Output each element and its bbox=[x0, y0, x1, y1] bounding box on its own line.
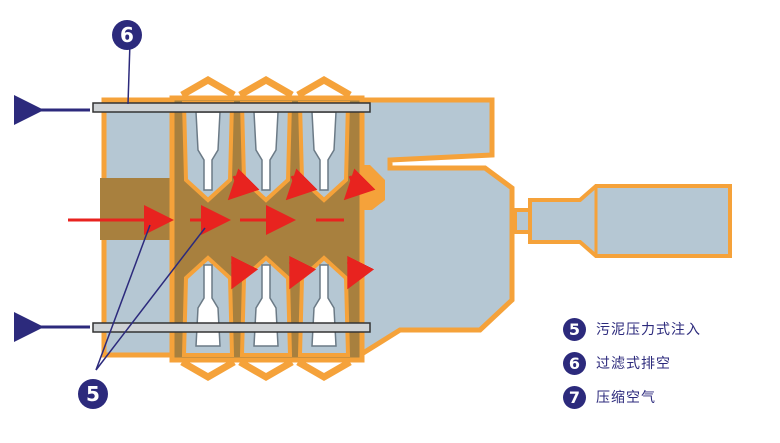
callout-5: 5 bbox=[78, 379, 108, 409]
legend-number-badge: 5 bbox=[563, 317, 586, 341]
filtrate-pipes bbox=[92, 102, 371, 333]
legend-item-compressed-air: 7 压缩空气 bbox=[563, 380, 701, 414]
legend-label: 污泥压力式注入 bbox=[596, 322, 701, 338]
legend-label: 压缩空气 bbox=[596, 390, 656, 406]
legend: 5 污泥压力式注入 6 过滤式排空 7 压缩空气 bbox=[563, 312, 701, 414]
legend-item-filtration-drain: 6 过滤式排空 bbox=[563, 346, 701, 380]
legend-number-badge: 7 bbox=[563, 385, 586, 409]
legend-number-badge: 6 bbox=[563, 351, 586, 375]
press-head bbox=[345, 97, 515, 360]
piston-assembly bbox=[513, 184, 732, 258]
sludge-flow-arrows bbox=[68, 168, 376, 290]
legend-label: 过滤式排空 bbox=[596, 356, 671, 372]
filtrate-outflow-arrows bbox=[13, 95, 90, 342]
filter-plates bbox=[180, 75, 352, 382]
callout-6: 6 bbox=[112, 20, 142, 50]
legend-item-sludge-injection: 5 污泥压力式注入 bbox=[563, 312, 701, 346]
callout-leaders bbox=[95, 41, 206, 371]
